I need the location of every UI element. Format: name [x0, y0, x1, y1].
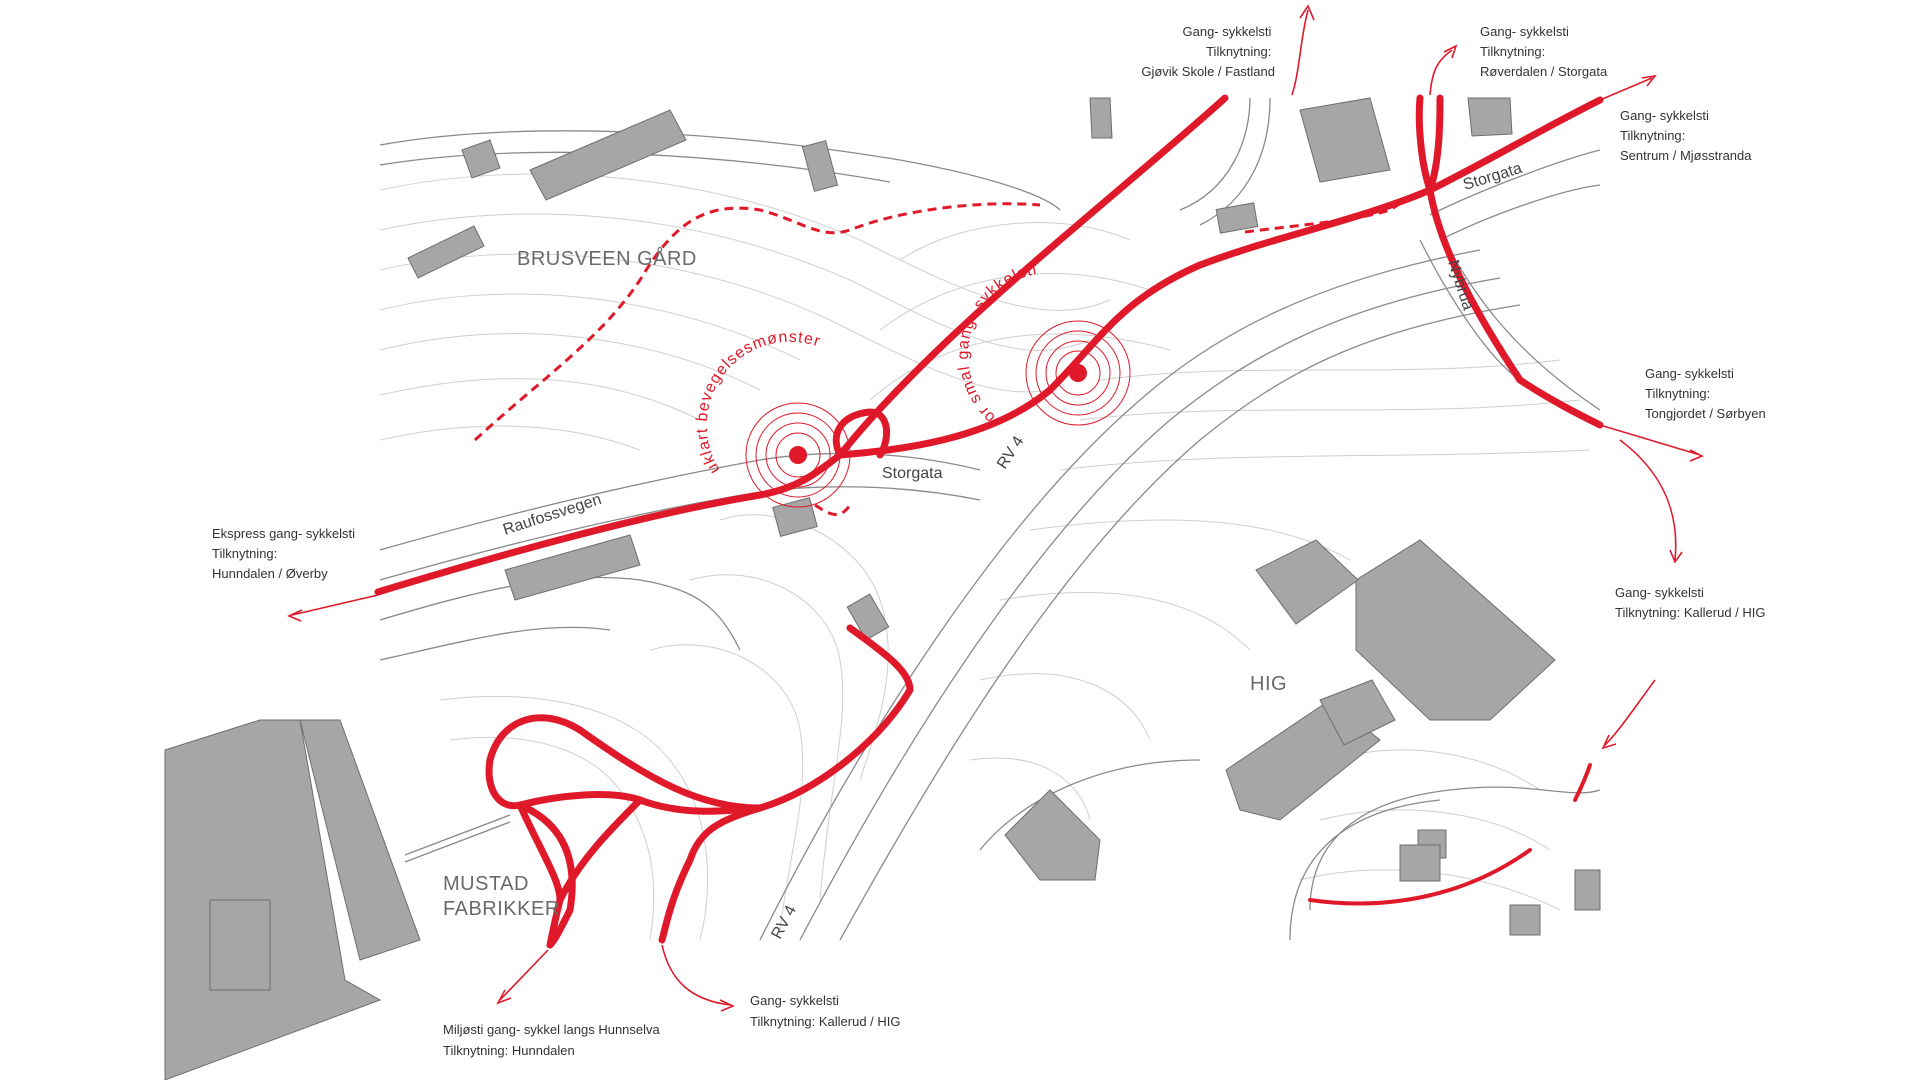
connection-labels: Gang- sykkelsti Tilknytning: Gjøvik Skol…: [212, 24, 1766, 1058]
building-hig-north: [1255, 539, 1359, 625]
building: [801, 140, 839, 192]
building: [461, 139, 501, 179]
label-kallerud-east: Gang- sykkelsti Tilknytning: Kallerud / …: [1615, 585, 1766, 620]
building: [1299, 97, 1391, 183]
building: [1399, 844, 1441, 882]
connection-arrows: [287, 4, 1704, 1012]
building: [1509, 904, 1541, 936]
building: [504, 534, 641, 601]
route-kallerud-loop: [1308, 848, 1532, 906]
arrow-kallerud-east-down: [1619, 439, 1683, 564]
road-storgata: Storgata: [882, 465, 943, 482]
route-river-inner: [516, 801, 576, 949]
building: [1574, 869, 1601, 911]
road-rv4-south: RV 4: [769, 903, 801, 942]
problem-dot: [1069, 364, 1087, 382]
arrow-sentrum: [1599, 74, 1657, 101]
route-south: [658, 624, 914, 944]
problem-marker-narrow: [1025, 320, 1131, 426]
route-proposed-north: [473, 202, 1041, 442]
footbridge: [404, 821, 511, 863]
problem-dot: [789, 446, 807, 464]
building: [1089, 97, 1113, 139]
building: [209, 899, 271, 991]
route-proposed-east: [1244, 188, 1431, 234]
route-kallerud-east: [1573, 763, 1592, 802]
label-kallerud-south: Gang- sykkelsti Tilknytning: Kallerud / …: [750, 993, 901, 1029]
building: [1319, 679, 1396, 746]
place-hig: HIG: [1250, 673, 1287, 695]
arrow-miljosti: [496, 949, 549, 1005]
arrow-gjovik: [1291, 4, 1315, 96]
building: [1215, 202, 1259, 234]
route-storgata: [836, 186, 1434, 459]
place-mustad-2: FABRIKKER: [443, 898, 560, 920]
buildings: [164, 97, 1601, 1080]
label-miljosti: Miljøsti gang- sykkel langs Hunnselva Ti…: [443, 1022, 663, 1058]
arrow-kallerud-east-in: [1601, 679, 1656, 750]
building: [772, 496, 818, 538]
place-brusveen: BRUSVEEN GÅRD: [517, 247, 697, 270]
route-river-inner-c: [516, 801, 564, 904]
building: [529, 109, 687, 201]
place-mustad: MUSTAD: [443, 873, 529, 895]
route-gjovik: [836, 94, 1229, 459]
arrow-roverdalen: [1429, 44, 1458, 96]
route-roverdalen-b: [1426, 94, 1444, 194]
label-ekspress: Ekspress gang- sykkelsti Tilknytning: Hu…: [212, 526, 359, 581]
building-mustad-wing: [299, 719, 421, 961]
footbridge: [404, 814, 511, 856]
label-tongjordet: Gang- sykkelsti Tilknytning: Tongjordet …: [1645, 366, 1766, 421]
cycle-routes: [374, 94, 1604, 949]
problem-marker-unclear: [745, 402, 851, 508]
road-rv4: RV 4: [994, 433, 1028, 472]
route-sentrum: [1426, 96, 1604, 194]
route-tongjordet: [1426, 186, 1604, 429]
building: [1467, 97, 1513, 137]
route-river-inner-b: [546, 796, 644, 949]
arrow-tongjordet: [1599, 424, 1704, 462]
route-roverdalen: [1415, 94, 1434, 194]
building: [1004, 789, 1101, 881]
route-proposed-short: [814, 503, 852, 516]
arrow-ekspress: [287, 594, 379, 622]
building: [407, 225, 485, 279]
route-ekspress: [374, 451, 844, 596]
label-roverdalen: Gang- sykkelsti Tilknytning: Røverdalen …: [1480, 24, 1608, 79]
building-hig-main: [1355, 539, 1556, 721]
arrow-kallerud-south: [661, 944, 735, 1012]
building: [846, 593, 890, 641]
label-sentrum: Gang- sykkelsti Tilknytning: Sentrum / M…: [1620, 108, 1752, 163]
label-gjovik: Gang- sykkelsti Tilknytning: Gjøvik Skol…: [1141, 24, 1275, 79]
route-river-loop: [485, 714, 764, 815]
road-storgata-ne: Storgata: [1461, 160, 1524, 194]
